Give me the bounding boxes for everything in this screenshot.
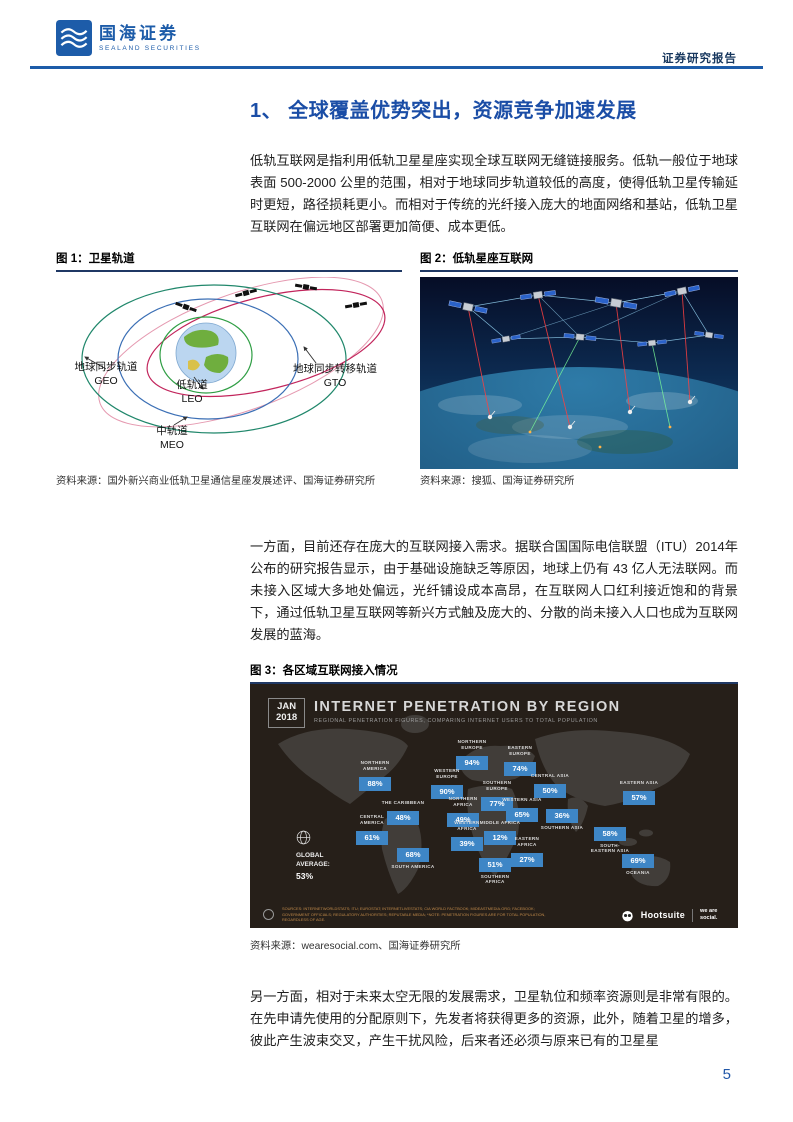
region-stat: 69%OCEANIA [614,850,662,875]
global-average: GLOBAL AVERAGE: 53% [296,830,352,881]
slide-number-badge [263,909,274,920]
company-logo: 国海证券 SEALAND SECURITIES [56,20,201,56]
logo-text: 国海证券 SEALAND SECURITIES [99,25,201,52]
region-stat: 58%SOUTH-EASTERN ASIA [586,823,634,854]
hootsuite-owl-icon [622,910,633,921]
figure3-caption: 图 3：各区域互联网接入情况 [250,662,738,684]
figure1-block: 图 1：卫星轨道 [56,250,402,491]
region-stat: 36%SOUTHERN ASIA [538,805,586,830]
world-map [278,715,690,894]
figure1-source: 资料来源：国外新兴商业低轨卫星通信星座发展述评、国海证券研究所 [56,476,376,487]
section-title: 1、 全球覆盖优势突出，资源竞争加速发展 [250,100,637,122]
report-type-label: 证券研究报告 [662,53,737,65]
constellation-illustration [420,277,738,469]
figure2-source: 资料来源：搜狐、国海证券研究所 [420,476,575,487]
infographic-sources-note: SOURCES: INTERNETWORLDSTATS; ITU; EUROST… [282,906,546,923]
wearesocial-logo-text: we are social. [700,908,718,922]
hootsuite-logo-text: Hootsuite [640,910,685,921]
logo-subtitle: SEALAND SECURITIES [99,44,201,52]
region-stat: 51%SOUTHERN AFRICA [471,854,519,885]
paragraph-3: 另一方面，相对于未来太空无限的发展需求，卫星轨位和频率资源则是非常有限的。在先申… [250,989,738,1048]
header-rule [30,66,763,69]
region-stat: 68%SOUTH AMERICA [389,844,437,869]
page-number: 5 [722,1066,731,1083]
paragraph-1: 低轨互联网是指利用低轨卫星星座实现全球互联网无缝链接服务。低轨一般位于地球表面 … [250,153,738,234]
logo-title: 国海证券 [99,23,179,43]
figure2-image [420,277,738,469]
infographic-title: INTERNET PENETRATION BY REGION [314,699,621,715]
figure3-source: 资料来源：wearesocial.com、国海证券研究所 [250,941,461,952]
global-average-value: 53% [296,870,314,881]
paragraph-2: 一方面，目前还存在庞大的互联网接入需求。据联合国国际电信联盟（ITU）2014年… [250,539,738,642]
figure1-caption: 图 1：卫星轨道 [56,250,402,272]
figure2-block: 图 2：低轨星座互联网 [420,250,738,491]
brand-divider [692,908,693,922]
globe-icon [296,830,311,845]
brand-logos: Hootsuite we are social. [621,908,726,922]
global-average-label: GLOBAL AVERAGE: [296,852,330,868]
orbit-diagram [81,277,386,434]
sealand-logo-icon [56,20,92,56]
figure2-caption: 图 2：低轨星座互联网 [420,250,738,272]
infographic-subtitle: REGIONAL PENETRATION FIGURES, COMPARING … [314,718,598,724]
